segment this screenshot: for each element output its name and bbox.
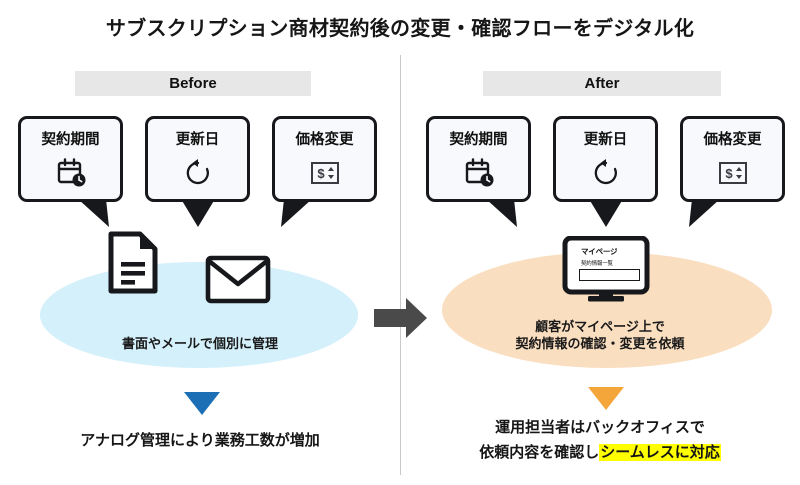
bubble-tail bbox=[181, 199, 215, 227]
monitor-mypage-heading: マイページ bbox=[581, 247, 618, 256]
after-conclusion-line-1: 運用担当者はバックオフィスで bbox=[495, 419, 705, 436]
after-caption-line-1: 顧客がマイページ上で bbox=[535, 319, 665, 334]
after-conclusion: 運用担当者はバックオフィスで 依頼内容を確認しシームレスに対応 bbox=[402, 415, 798, 465]
refresh-icon bbox=[556, 155, 655, 191]
refresh-icon bbox=[148, 155, 247, 191]
bubble-contract-period-after[interactable]: 契約期間 bbox=[426, 116, 531, 202]
bubble-renewal-date-before[interactable]: 更新日 bbox=[145, 116, 250, 202]
before-conclusion: アナログ管理により業務工数が増加 bbox=[80, 432, 320, 449]
right-arrow-icon bbox=[374, 297, 428, 344]
after-conclusion-plain-text: 依頼内容を確認し bbox=[479, 444, 600, 461]
column-header-after: After bbox=[483, 71, 721, 96]
bubble-label: 更新日 bbox=[583, 132, 628, 148]
price-change-icon: $ bbox=[683, 155, 782, 191]
before-ellipse bbox=[40, 262, 358, 368]
bubble-tail bbox=[486, 199, 517, 227]
bubble-tail bbox=[281, 199, 312, 227]
calendar-clock-icon bbox=[429, 155, 528, 191]
bubble-renewal-date-after[interactable]: 更新日 bbox=[553, 116, 658, 202]
bubble-label: 契約期間 bbox=[41, 132, 100, 148]
svg-text:$: $ bbox=[317, 166, 325, 181]
before-down-triangle-icon bbox=[184, 392, 220, 420]
before-ellipse-caption: 書面やメールで個別に管理 bbox=[121, 336, 278, 351]
column-header-before-label: Before bbox=[169, 75, 217, 92]
after-conclusion-line-2: 依頼内容を確認しシームレスに対応 bbox=[402, 440, 798, 465]
document-icon bbox=[107, 231, 159, 300]
monitor-contract-list-label: 契約情報一覧 bbox=[581, 261, 613, 267]
bubble-tail bbox=[78, 199, 109, 227]
bubble-label: 価格変更 bbox=[295, 132, 354, 148]
bubble-tail bbox=[689, 199, 720, 227]
envelope-icon bbox=[205, 253, 271, 310]
bubble-tail bbox=[589, 199, 623, 227]
after-caption-line-2: 契約情報の確認・変更を依頼 bbox=[515, 336, 685, 351]
column-header-after-label: After bbox=[584, 75, 620, 92]
svg-text:$: $ bbox=[725, 166, 733, 181]
column-header-before: Before bbox=[75, 71, 311, 96]
center-divider bbox=[400, 55, 401, 475]
after-ellipse-caption: 顧客がマイページ上で 契約情報の確認・変更を依頼 bbox=[402, 318, 798, 352]
bubble-price-change-after[interactable]: 価格変更 $ bbox=[680, 116, 785, 202]
bubble-label: 契約期間 bbox=[449, 132, 508, 148]
calendar-clock-icon bbox=[21, 155, 120, 191]
price-change-icon: $ bbox=[275, 155, 374, 191]
after-conclusion-highlight: シームレスに対応 bbox=[599, 444, 721, 461]
bubble-contract-period-before[interactable]: 契約期間 bbox=[18, 116, 123, 202]
monitor-input-field[interactable] bbox=[579, 269, 640, 281]
bubble-price-change-before[interactable]: 価格変更 $ bbox=[272, 116, 377, 202]
bubble-label: 価格変更 bbox=[703, 132, 762, 148]
bubble-label: 更新日 bbox=[175, 132, 220, 148]
after-down-triangle-icon bbox=[588, 387, 624, 415]
page-title: サブスクリプション商材契約後の変更・確認フローをデジタル化 bbox=[105, 18, 695, 40]
